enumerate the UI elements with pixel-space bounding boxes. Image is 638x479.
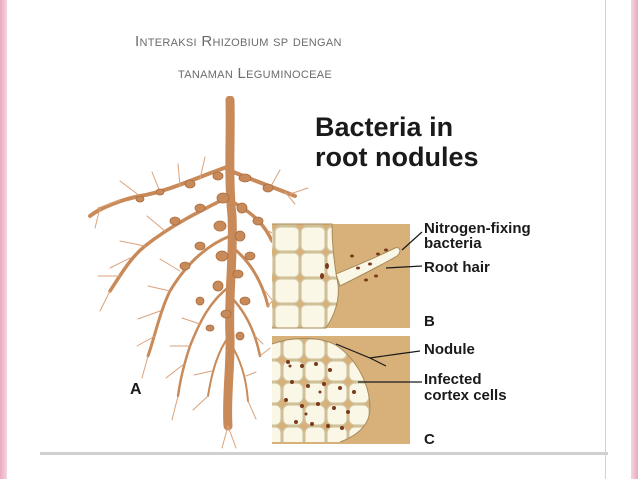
panel-label-b: B xyxy=(424,313,435,330)
bottom-divider xyxy=(40,452,608,455)
slide-title: Interaksi Rhizobium sp dengan tanaman Le… xyxy=(135,26,535,90)
panel-c-nodule-section xyxy=(271,336,422,444)
slide-frame-right xyxy=(631,0,638,479)
figure-heading-line-1: Bacteria in xyxy=(315,112,453,142)
label-infected-line-2: cortex cells xyxy=(424,387,507,404)
root-system-illustration xyxy=(88,96,309,449)
slide-title-line-1: Interaksi Rhizobium sp dengan xyxy=(135,33,342,50)
panel-label-c: C xyxy=(424,431,435,448)
label-nitrogen-fixing-line-2: bacteria xyxy=(424,235,482,252)
panel-label-a: A xyxy=(130,381,142,398)
label-root-hair: Root hair xyxy=(424,259,490,276)
slide-frame-left xyxy=(0,0,7,479)
slide-title-line-2: tanaman Leguminoceae xyxy=(178,65,332,82)
label-nodule: Nodule xyxy=(424,341,475,358)
slide-frame-right-line xyxy=(605,0,606,479)
figure-heading-line-2: root nodules xyxy=(315,142,479,172)
label-nitrogen-fixing-line-1: Nitrogen-fixing xyxy=(424,220,531,237)
panel-b-root-hair-infection xyxy=(272,223,423,329)
root-nodule-diagram: Bacteria in root nodules Nitrogen-fixing… xyxy=(40,96,608,455)
label-infected-line-1: Infected xyxy=(424,371,482,388)
